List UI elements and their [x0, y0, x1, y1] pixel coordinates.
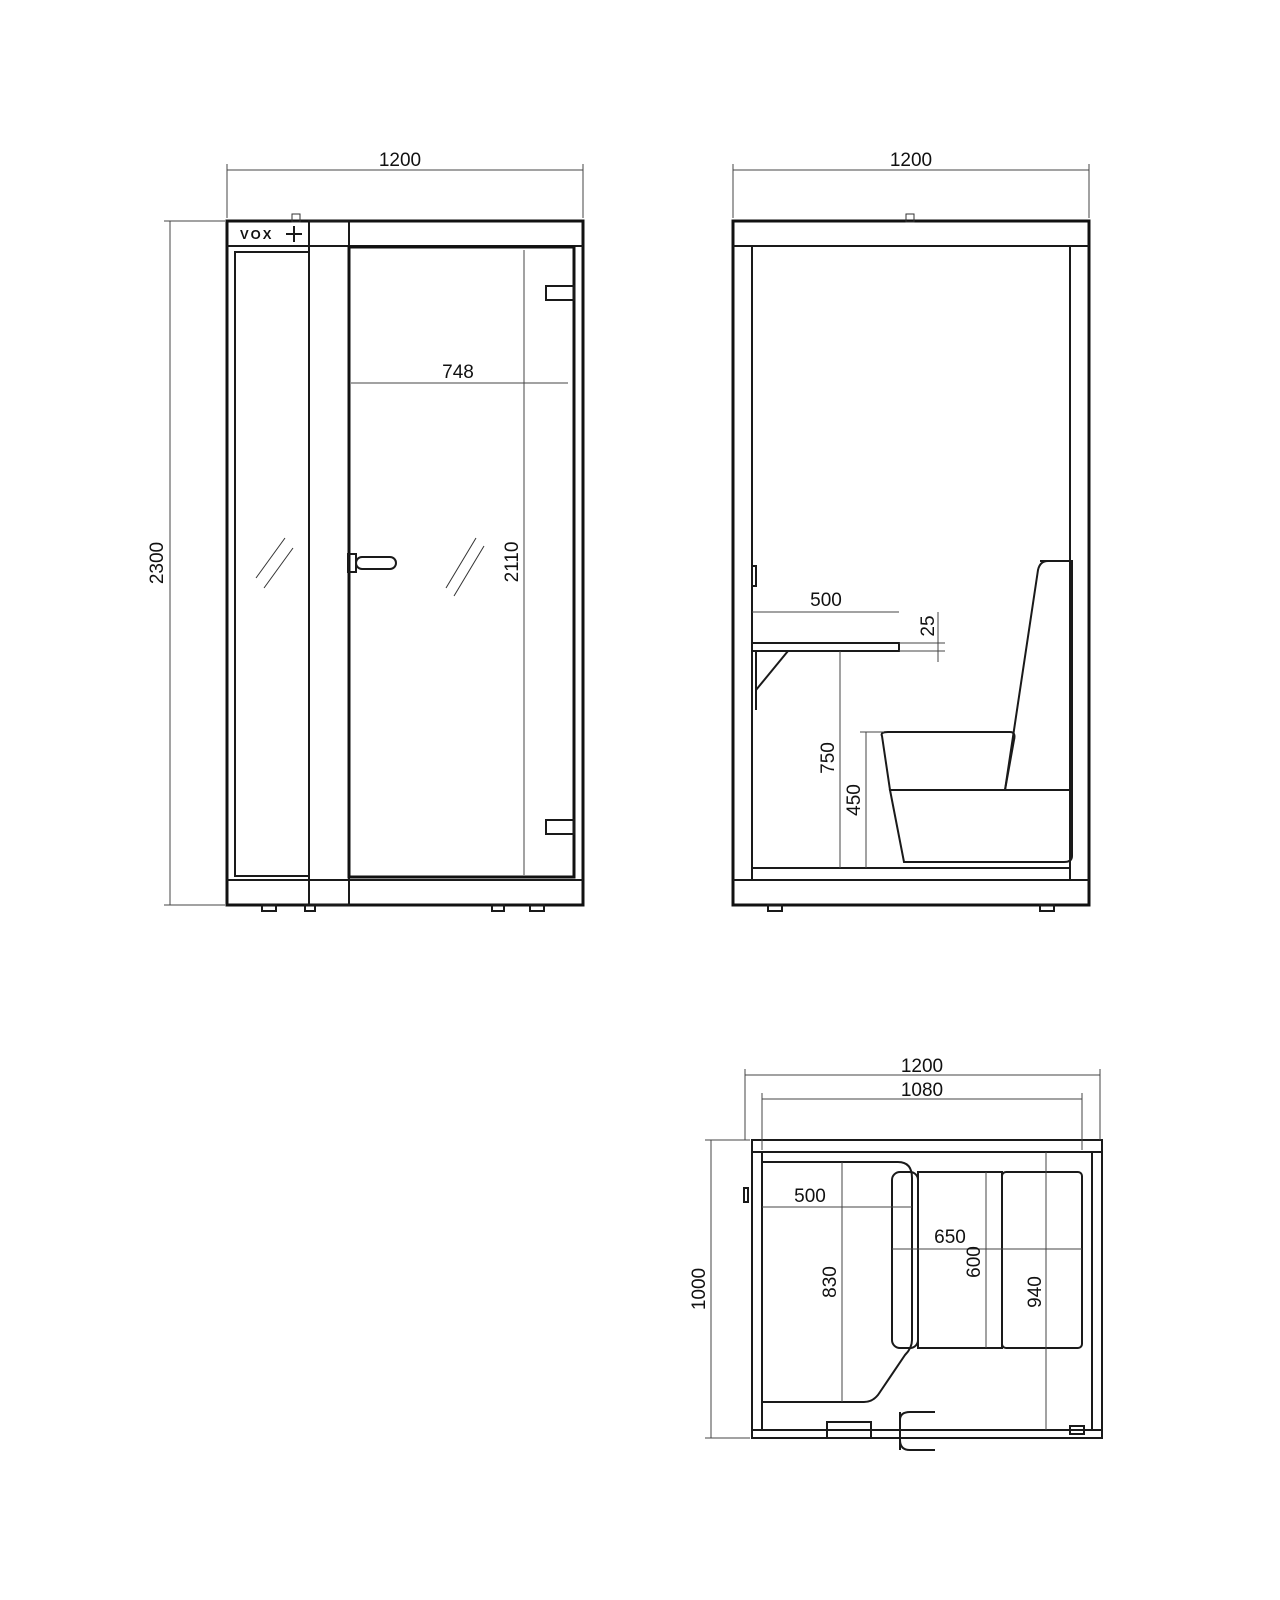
door-height-label: 2110 [502, 542, 523, 583]
desk-height-label: 750 [818, 742, 839, 774]
front-width-label: 1200 [379, 150, 421, 171]
plan-seat-width-label: 600 [964, 1246, 985, 1278]
door-handle [355, 556, 397, 570]
front-height-label: 2300 [147, 542, 168, 584]
foot [529, 904, 545, 912]
top-knob [291, 213, 301, 223]
plan-backrest [1001, 1171, 1083, 1349]
desk-top [751, 642, 900, 652]
plan-bench-length-label: 940 [1025, 1276, 1046, 1308]
seat-cushion [880, 731, 1016, 791]
front-mullion [308, 220, 350, 906]
logo-cross-icon [286, 226, 302, 242]
upper-hinge [545, 285, 575, 301]
front-view: VOX 1200 2300 [147, 150, 585, 912]
door-width-label: 748 [442, 362, 474, 383]
plan-socket [743, 1187, 749, 1203]
side-view: 1200 500 25 750 450 [731, 150, 1091, 912]
lower-hinge [545, 819, 575, 835]
side-socket [751, 565, 757, 587]
plan-outer-frame [751, 1139, 1103, 1439]
plan-hinge [1069, 1425, 1085, 1435]
foot [261, 904, 277, 912]
seat-height-label: 450 [844, 784, 865, 816]
plan-armrest [891, 1171, 919, 1349]
foot [767, 904, 783, 912]
door-glass-hatch-icon [445, 537, 477, 589]
side-outer-frame [731, 219, 1091, 907]
plan-desk-length-label: 830 [820, 1266, 841, 1298]
desk-thickness-label: 25 [918, 615, 939, 636]
glass-hatch-icon [255, 537, 286, 579]
plan-inner-width-label: 1080 [901, 1080, 943, 1101]
plan-seat-depth-label: 650 [934, 1227, 966, 1248]
front-outer-frame [225, 219, 585, 907]
side-top-knob [905, 213, 915, 223]
plan-seat [917, 1171, 1003, 1349]
plan-view: 1200 1080 1000 500 830 650 600 940 [689, 1056, 1103, 1451]
plan-handle-arc [899, 1411, 935, 1421]
foot [1039, 904, 1055, 912]
seat-backrest [1003, 560, 1073, 791]
plan-desk-depth-label: 500 [794, 1186, 826, 1207]
plan-depth-label: 1000 [689, 1268, 710, 1310]
foot [304, 904, 316, 912]
side-glass-panel [234, 251, 310, 877]
foot [491, 904, 505, 912]
plan-door-handle [826, 1421, 872, 1439]
desk-depth-label: 500 [810, 590, 842, 611]
seat-base [888, 789, 1073, 863]
plan-outer-width-label: 1200 [901, 1056, 943, 1077]
vox-logo: VOX [240, 227, 273, 242]
side-width-label: 1200 [890, 150, 932, 171]
